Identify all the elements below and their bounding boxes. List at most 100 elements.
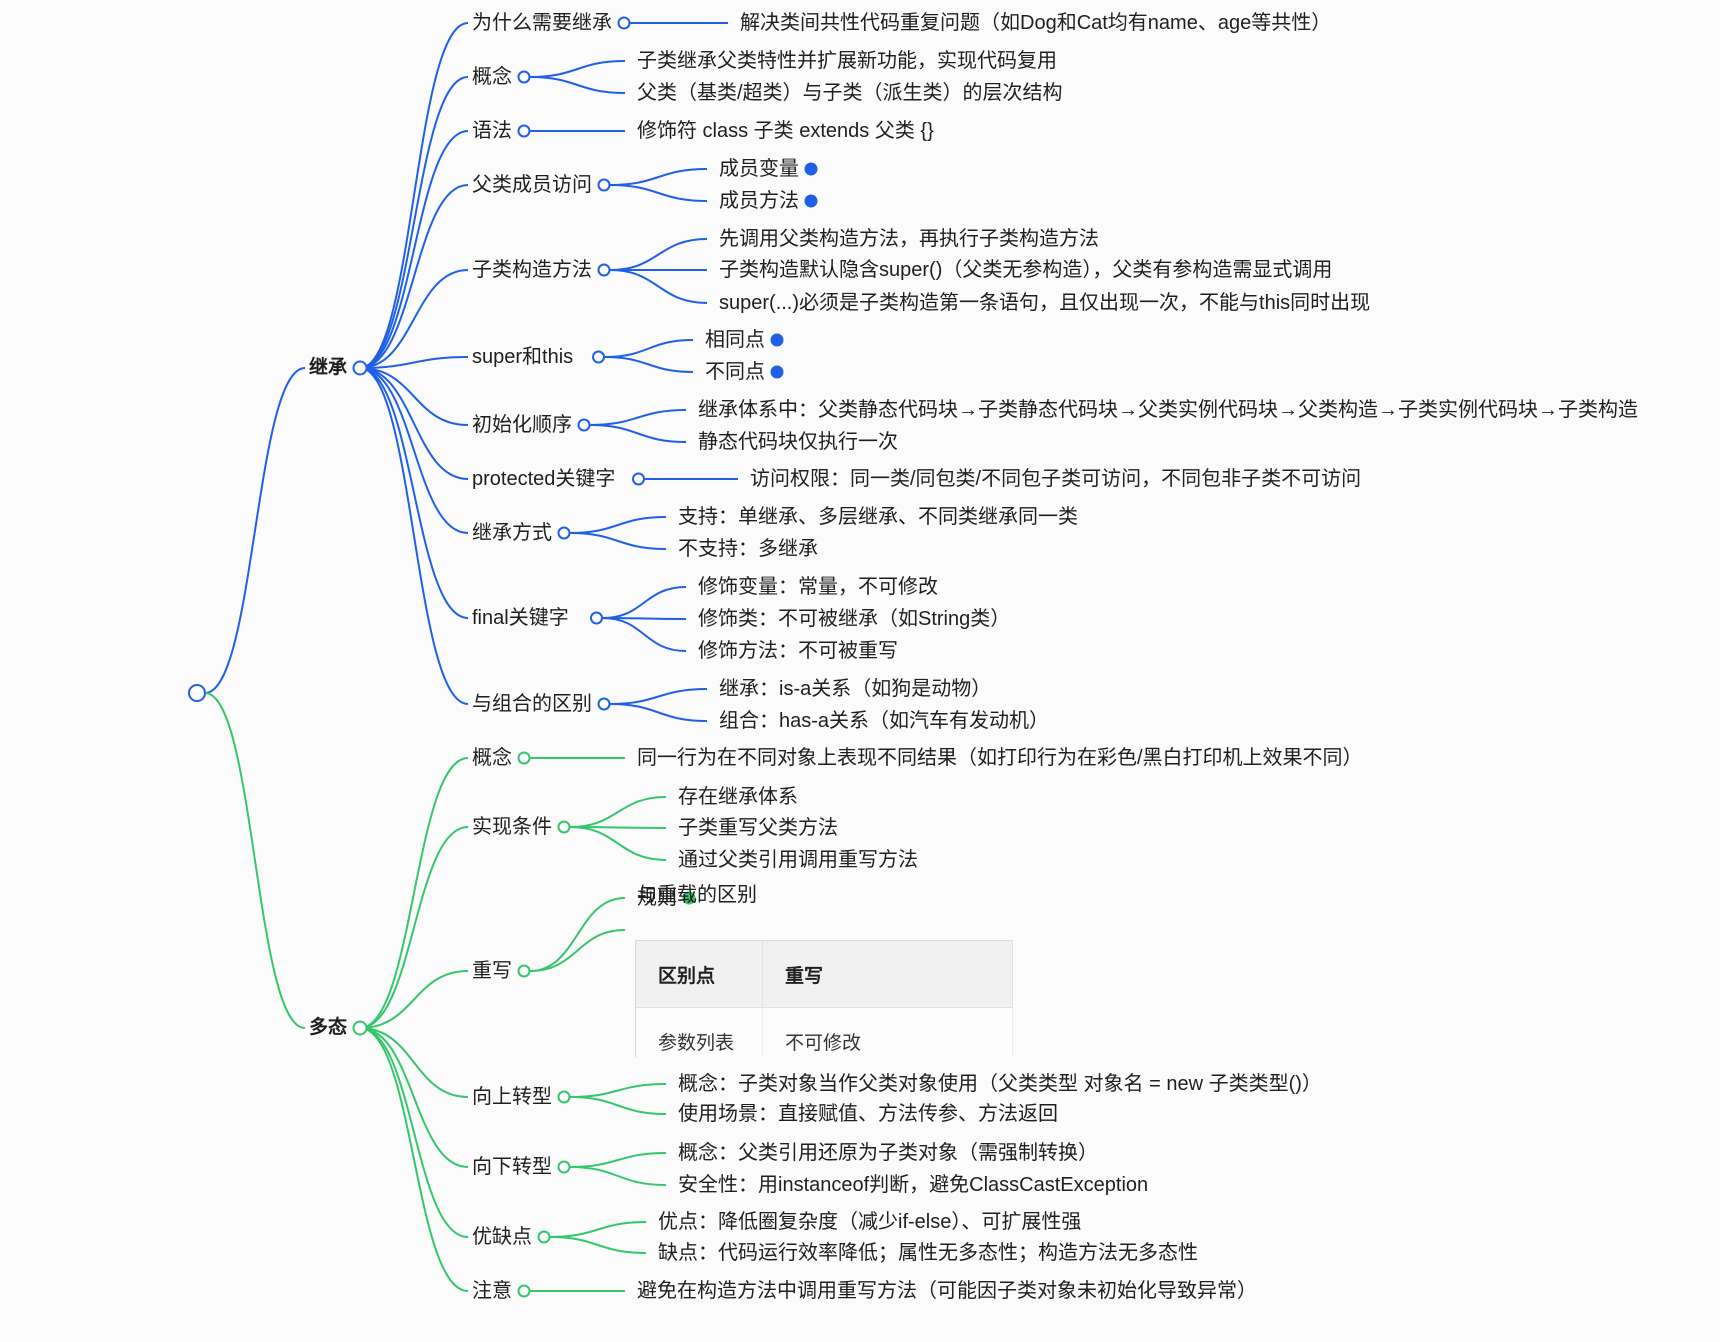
- category-toggle-node[interactable]: [557, 820, 571, 834]
- category-toggle-node[interactable]: [597, 178, 611, 192]
- leaf-label: 继承体系中：父类静态代码块→子类静态代码块→父类实例代码块→父类构造→子类实例代…: [698, 399, 1638, 421]
- branch-link: [359, 970, 469, 1029]
- category-toggle-node[interactable]: [517, 124, 531, 138]
- leaf-label: 规则: [637, 887, 677, 909]
- category-toggle-node[interactable]: [517, 751, 531, 765]
- category-toggle-node[interactable]: [517, 964, 531, 978]
- table-header-cell: 区别点: [636, 941, 763, 1008]
- leaf-link: [569, 826, 667, 861]
- leaf-label: 相同点: [705, 329, 765, 351]
- category-toggle-node[interactable]: [597, 697, 611, 711]
- leaf-label: 概念：子类对象当作父类对象使用（父类类型 对象名 = new 子类类型()）: [678, 1073, 1322, 1095]
- category-toggle-node[interactable]: [557, 1090, 571, 1104]
- category-label: 优缺点: [472, 1226, 532, 1248]
- branch-link: [359, 367, 469, 426]
- branch-toggle-node[interactable]: [352, 360, 368, 376]
- branch-toggle-node[interactable]: [352, 1020, 368, 1036]
- table-cell: 参数列表: [636, 1007, 763, 1057]
- category-toggle-node[interactable]: [557, 526, 571, 540]
- leaf-label: 访问权限：同一类/同包类/不同包子类可访问，不同包非子类不可访问: [750, 468, 1362, 490]
- leaf-link: [589, 409, 687, 426]
- category-toggle-node[interactable]: [617, 16, 631, 30]
- leaf-link: [569, 796, 667, 828]
- collapsed-node-dot[interactable]: [770, 365, 784, 379]
- category-toggle-node[interactable]: [590, 611, 603, 625]
- branch-link: [359, 1027, 469, 1292]
- leaf-label: 通过父类引用调用重写方法: [678, 849, 918, 871]
- root-link: [204, 692, 306, 1029]
- leaf-label: 父类（基类/超类）与子类（派生类）的层次结构: [637, 82, 1063, 104]
- leaf-label: 支持：单继承、多层继承、不同类继承同一类: [678, 506, 1078, 528]
- leaf-label: 子类继承父类特性并扩展新功能，实现代码复用: [637, 50, 1057, 72]
- collapsed-node-dot[interactable]: [682, 891, 696, 905]
- category-label: 父类成员访问: [472, 174, 592, 196]
- leaf-link: [549, 1236, 647, 1254]
- leaf-link: [569, 1166, 667, 1186]
- category-label: 注意: [472, 1280, 512, 1302]
- branch-label: 继承: [309, 357, 348, 378]
- leaf-label: 继承：is-a关系（如狗是动物）: [719, 678, 992, 700]
- branch-link: [359, 367, 469, 480]
- branch-link: [359, 367, 469, 619]
- leaf-label: 解决类间共性代码重复问题（如Dog和Cat均有name、age等共性）: [740, 12, 1332, 34]
- table-header-row: 区别点 重写: [636, 941, 1013, 1008]
- category-toggle-node[interactable]: [592, 350, 605, 364]
- branch-link: [359, 1027, 469, 1098]
- branch-link: [359, 367, 469, 534]
- leaf-label: super(...)必须是子类构造第一条语句，且仅出现一次，不能与this同时出…: [719, 292, 1371, 314]
- category-label: 语法: [472, 120, 512, 142]
- collapsed-node-dot[interactable]: [804, 194, 818, 208]
- leaf-link: [569, 1083, 667, 1098]
- leaf-link: [604, 339, 694, 358]
- leaf-label: 修饰类：不可被继承（如String类）: [698, 608, 1011, 630]
- leaf-label: 使用场景：直接赋值、方法传参、方法返回: [678, 1103, 1058, 1125]
- leaf-label: 修饰变量：常量，不可修改: [698, 576, 938, 598]
- leaf-link: [529, 76, 626, 94]
- leaf-label: 先调用父类构造方法，再执行子类构造方法: [719, 228, 1099, 250]
- category-label: 概念: [472, 747, 512, 769]
- root-node[interactable]: [188, 684, 206, 702]
- leaf-label: 成员变量: [719, 158, 799, 180]
- table-row: 参数列表 不可修改: [636, 1007, 1013, 1057]
- branch-link: [359, 269, 469, 369]
- collapsed-node-dot[interactable]: [804, 162, 818, 176]
- category-label: 子类构造方法: [472, 259, 592, 281]
- leaf-label: 不支持：多继承: [678, 538, 818, 560]
- branch-label: 多态: [309, 1017, 348, 1038]
- branch-link: [359, 826, 469, 1029]
- category-label: 继承方式: [472, 522, 552, 544]
- category-toggle-node[interactable]: [517, 70, 531, 84]
- leaf-label: 不同点: [705, 361, 765, 383]
- category-toggle-node[interactable]: [632, 472, 645, 486]
- category-label: 与组合的区别: [472, 693, 592, 715]
- branch-link: [359, 1027, 469, 1168]
- leaf-label: 成员方法: [719, 190, 799, 212]
- category-label: 初始化顺序: [472, 414, 572, 436]
- leaf-link: [569, 516, 667, 534]
- branch-link: [359, 184, 469, 369]
- leaf-link: [602, 586, 687, 619]
- leaf-label: 子类重写父类方法: [678, 817, 838, 839]
- branch-link: [359, 356, 469, 369]
- leaf-link: [529, 897, 626, 972]
- leaf-label: 概念：父类引用还原为子类对象（需强制转换）: [678, 1142, 1098, 1164]
- leaf-label: 子类构造默认隐含super()（父类无参构造），父类有参构造需显式调用: [719, 259, 1333, 281]
- leaf-link: [549, 1221, 647, 1238]
- leaf-link: [602, 617, 687, 652]
- category-label: 实现条件: [472, 816, 552, 838]
- category-label: 概念: [472, 66, 512, 88]
- leaf-link: [569, 1152, 667, 1168]
- category-toggle-node[interactable]: [597, 263, 611, 277]
- category-toggle-node[interactable]: [537, 1230, 551, 1244]
- leaf-link: [604, 356, 694, 373]
- leaf-link: [609, 269, 708, 304]
- leaf-link: [589, 424, 687, 443]
- category-toggle-node[interactable]: [517, 1284, 531, 1298]
- leaf-label: 缺点：代码运行效率降低；属性无多态性；构造方法无多态性: [658, 1242, 1198, 1264]
- category-toggle-node[interactable]: [557, 1160, 571, 1174]
- collapsed-node-dot[interactable]: [770, 333, 784, 347]
- leaf-link: [569, 532, 667, 550]
- category-toggle-node[interactable]: [577, 418, 591, 432]
- leaf-label: 优点：降低圈复杂度（减少if-else）、可扩展性强: [658, 1211, 1082, 1233]
